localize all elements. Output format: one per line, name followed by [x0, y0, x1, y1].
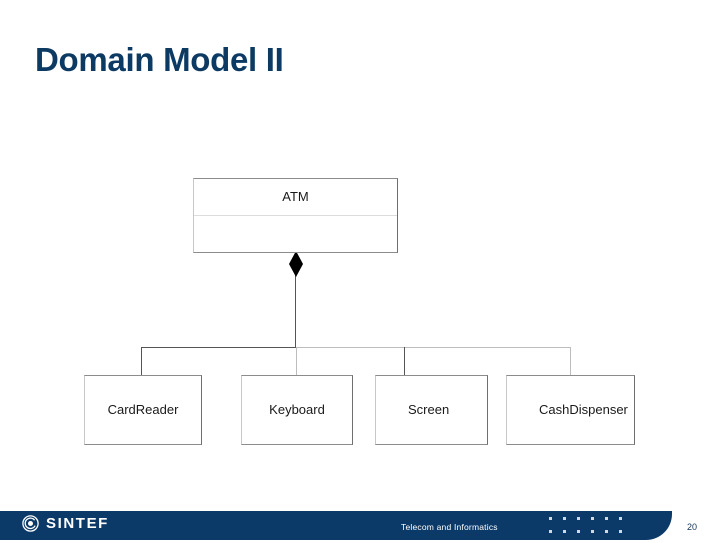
footer-dot [605, 530, 608, 533]
footer-dot [549, 530, 552, 533]
composition-connector-stem [295, 274, 296, 348]
uml-class-name-atm: ATM [194, 179, 397, 216]
footer-dot [591, 530, 594, 533]
footer-dot [619, 530, 622, 533]
sintef-logo: SINTEF [22, 515, 109, 532]
connector-drop-cardreader [141, 347, 142, 375]
footer-dot [605, 517, 608, 520]
footer-dot-grid [549, 517, 633, 543]
sintef-wordmark: SINTEF [46, 515, 109, 532]
page-title: Domain Model II [35, 41, 284, 78]
uml-class-name-cashdispenser: CashDispenser [539, 402, 628, 417]
uml-class-name-cardreader: CardReader [107, 402, 179, 417]
uml-class-screen[interactable]: Screen [375, 375, 488, 445]
footer-dot [577, 530, 580, 533]
footer-dot [549, 517, 552, 520]
footer-caption: Telecom and Informatics [401, 522, 498, 532]
uml-attribute-compartment-atm [194, 216, 397, 253]
composition-diamond-icon [289, 251, 303, 277]
footer-bar [0, 511, 672, 540]
connector-bus-left [141, 347, 296, 348]
uml-class-diagram: ATM CardReader Keyboard Screen CashDispe… [84, 178, 635, 445]
footer-dot [563, 530, 566, 533]
uml-class-cardreader[interactable]: CardReader [84, 375, 202, 445]
footer-dot [591, 517, 594, 520]
uml-class-keyboard[interactable]: Keyboard [241, 375, 353, 445]
sintef-swirl-icon [22, 515, 39, 532]
connector-drop-screen [404, 347, 405, 375]
footer-dot [577, 517, 580, 520]
uml-class-name-screen: Screen [408, 402, 450, 417]
uml-class-atm[interactable]: ATM [193, 178, 398, 253]
connector-bus-right [296, 347, 570, 348]
uml-class-cashdispenser[interactable]: CashDispenser [506, 375, 635, 445]
uml-class-name-keyboard: Keyboard [269, 402, 325, 417]
connector-drop-keyboard [296, 347, 297, 375]
page-number: 20 [687, 522, 698, 532]
footer-dot [619, 517, 622, 520]
connector-drop-cashdispenser [570, 347, 571, 375]
footer-dot [563, 517, 566, 520]
